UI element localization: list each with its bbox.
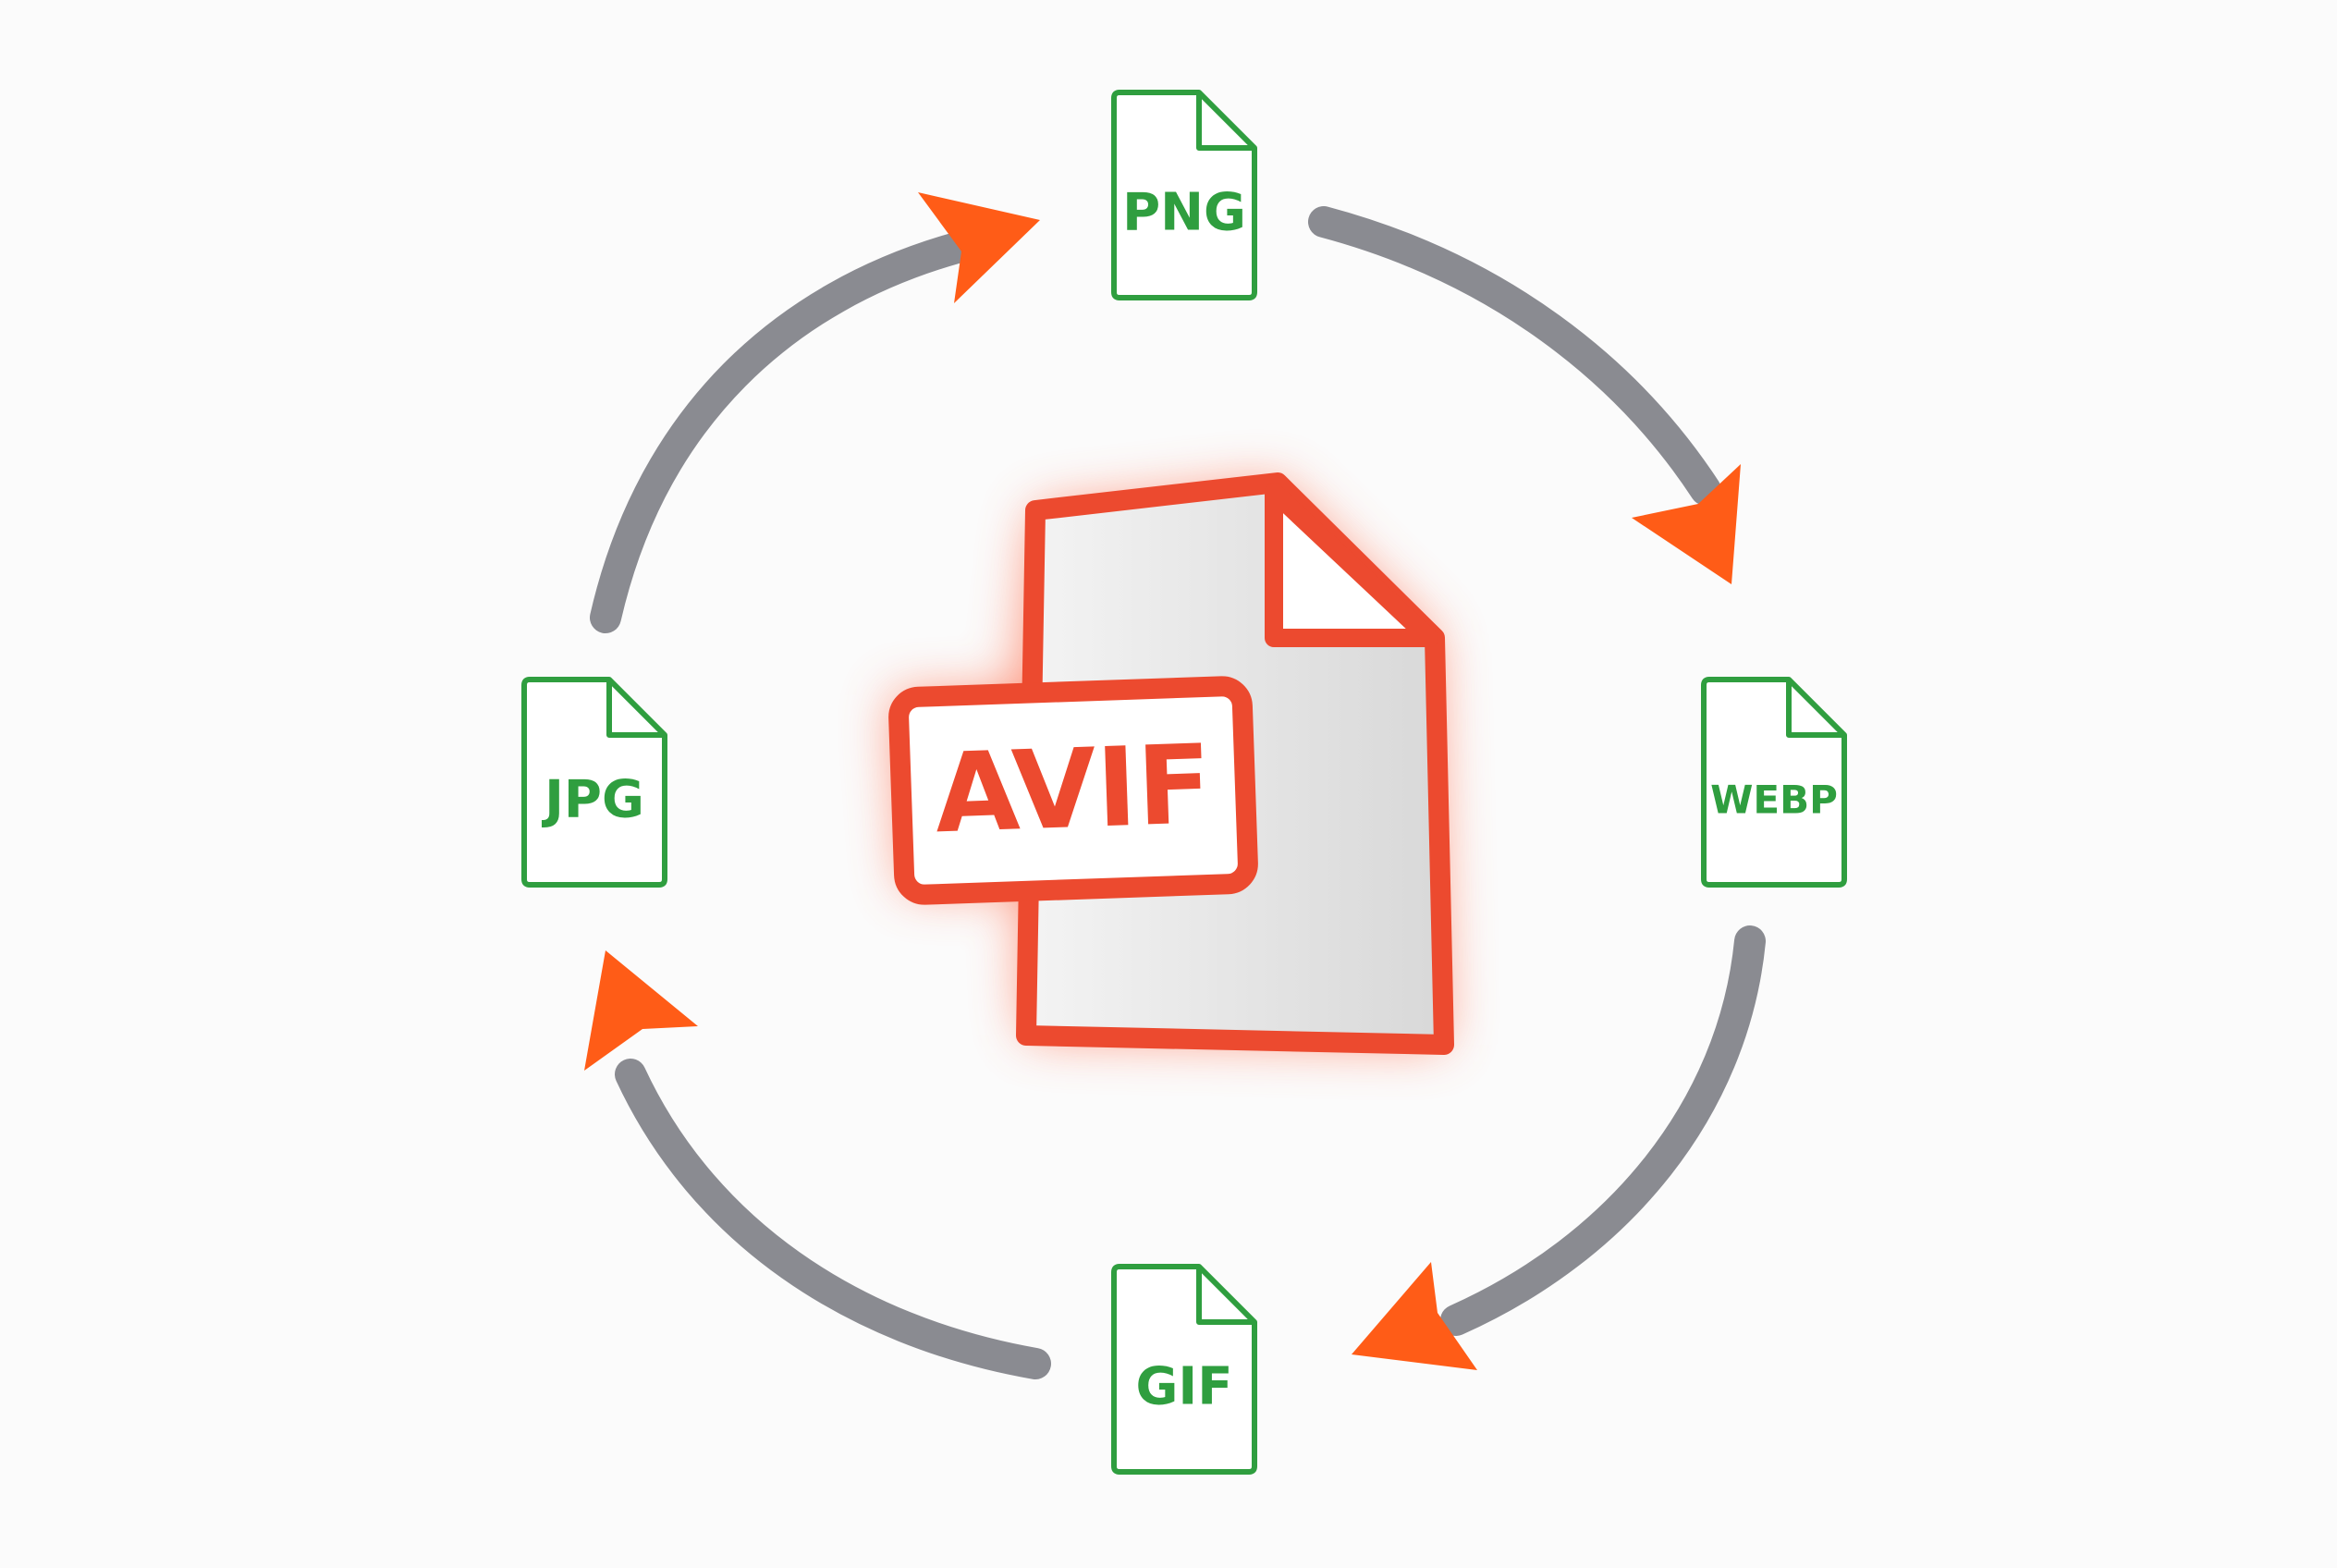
file-png-fold-icon <box>1196 92 1254 151</box>
file-webp: WEBP <box>1701 677 1847 888</box>
file-gif: GIF <box>1111 1264 1257 1475</box>
file-png-icon <box>1111 90 1257 300</box>
file-jpg-fold-icon <box>606 680 665 738</box>
arrow-head-to-gif <box>1352 1262 1477 1370</box>
format-files: PNG WEBP GIF JPG <box>521 90 1847 1475</box>
arrow-heads <box>584 192 1741 1370</box>
file-png: PNG <box>1111 90 1257 300</box>
file-webp-label: WEBP <box>1710 778 1838 823</box>
arc-gif-to-jpg <box>615 1059 1051 1379</box>
file-png-label: PNG <box>1122 182 1246 242</box>
arc-png-to-webp <box>1308 206 1721 506</box>
file-jpg-label: JPG <box>541 769 644 829</box>
avif-fold-icon <box>1265 483 1438 647</box>
file-gif-label: GIF <box>1135 1356 1232 1416</box>
arrow-head-to-webp <box>1632 464 1741 584</box>
file-webp-fold-icon <box>1786 680 1844 738</box>
avif-file: AVIF <box>888 472 1454 1055</box>
file-gif-fold-icon <box>1196 1267 1254 1325</box>
file-webp-icon <box>1701 677 1847 888</box>
arrow-head-to-png <box>918 192 1040 303</box>
file-gif-icon <box>1111 1264 1257 1475</box>
arc-jpg-to-png <box>590 232 973 633</box>
file-jpg: JPG <box>521 677 667 888</box>
avif-label: AVIF <box>933 720 1214 857</box>
avif-label-box <box>888 676 1258 905</box>
arc-webp-to-gif <box>1440 925 1766 1336</box>
cycle-arcs <box>590 206 1766 1379</box>
arrow-head-to-jpg <box>584 950 698 1071</box>
file-jpg-icon <box>521 677 667 888</box>
